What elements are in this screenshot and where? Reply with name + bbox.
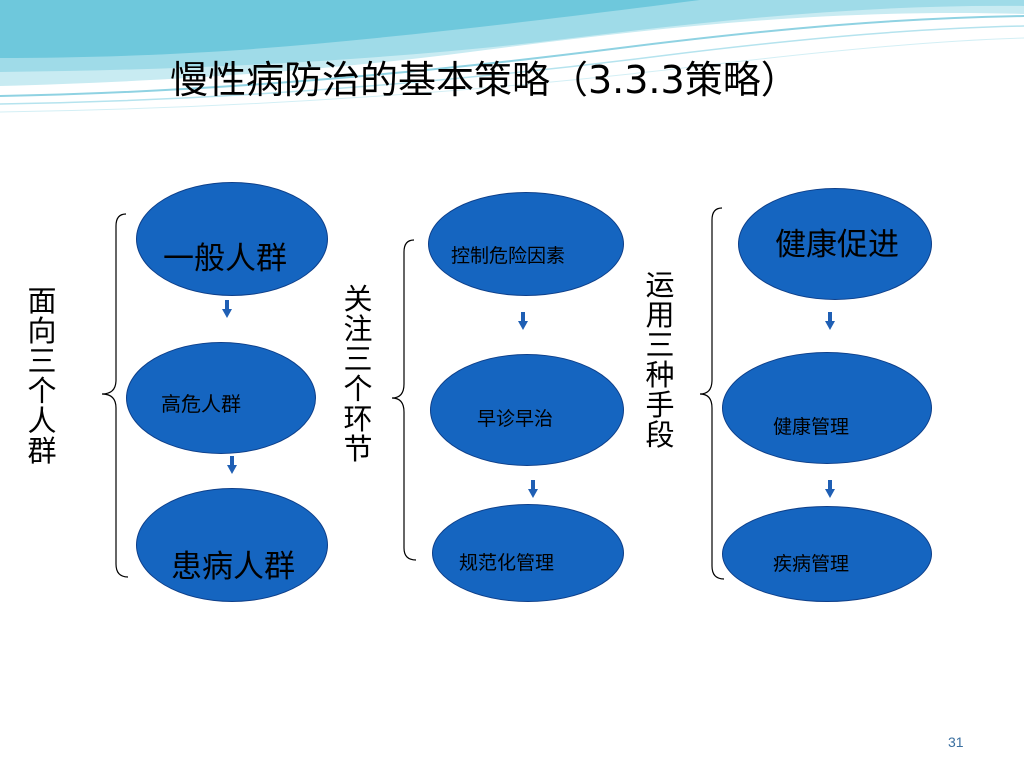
- group-1-label-char: 人: [27, 404, 57, 438]
- group-2-label-char: 节: [343, 432, 373, 466]
- ellipse-risk-factor-control: 控制危险因素: [428, 192, 624, 296]
- ellipse-label: 控制危险因素: [451, 245, 566, 267]
- group-2-label-char: 个: [343, 372, 373, 406]
- ellipse-label: 健康促进: [775, 227, 899, 263]
- group-1-label-char: 群: [27, 434, 57, 468]
- group-3-label-char: 段: [645, 418, 675, 452]
- down-arrow-group-3-a: [825, 312, 835, 330]
- ellipse-health-management: 健康管理: [722, 352, 932, 464]
- group-1-label-char: 面: [27, 284, 57, 318]
- ellipse-general-population: 一般人群: [136, 182, 328, 296]
- down-arrow-group-2-b: [528, 480, 538, 498]
- group-3-label-char: 用: [645, 298, 675, 332]
- left-brace-group-3: [699, 207, 725, 580]
- down-arrow-group-2-a: [518, 312, 528, 330]
- page-number: 31: [948, 734, 964, 750]
- group-2-label: 关 注 三 个 环 节: [338, 284, 378, 464]
- group-3-label: 运 用 三 种 手 段: [640, 270, 680, 450]
- left-brace-group-1: [101, 213, 129, 578]
- ellipse-early-diagnosis-treatment: 早诊早治: [430, 354, 624, 466]
- ellipse-high-risk-population: 高危人群: [126, 342, 316, 454]
- group-3-label-char: 运: [645, 268, 675, 302]
- ellipse-patient-population: 患病人群: [136, 488, 328, 602]
- group-2-label-char: 关: [343, 282, 373, 316]
- group-2-label-char: 注: [343, 312, 373, 346]
- group-2-label-char: 环: [343, 402, 373, 436]
- group-2-label-char: 三: [343, 342, 373, 376]
- down-arrow-group-1-b: [227, 456, 237, 474]
- group-1-label-char: 三: [27, 344, 57, 378]
- ellipse-label: 早诊早治: [477, 408, 554, 430]
- ellipse-label: 疾病管理: [773, 553, 850, 575]
- group-3-label-char: 手: [645, 388, 675, 422]
- ellipse-health-promotion: 健康促进: [738, 188, 932, 300]
- group-3-label-char: 种: [645, 358, 675, 392]
- ellipse-label: 规范化管理: [459, 552, 555, 574]
- slide-title: 慢性病防治的基本策略（3.3.3策略）: [170, 58, 799, 102]
- group-1-label-char: 向: [27, 314, 57, 348]
- ellipse-standardized-management: 规范化管理: [432, 504, 624, 602]
- down-arrow-group-1-a: [222, 300, 232, 318]
- ellipse-label: 患病人群: [171, 549, 295, 585]
- left-brace-group-2: [391, 239, 417, 561]
- header-wave-decoration: [0, 0, 1024, 113]
- ellipse-label: 一般人群: [163, 241, 287, 277]
- ellipse-label: 健康管理: [773, 416, 850, 438]
- ellipse-label: 高危人群: [161, 392, 241, 416]
- group-1-label-char: 个: [27, 374, 57, 408]
- group-1-label: 面 向 三 个 人 群: [22, 286, 62, 466]
- down-arrow-group-3-b: [825, 480, 835, 498]
- group-3-label-char: 三: [645, 328, 675, 362]
- ellipse-disease-management: 疾病管理: [722, 506, 932, 602]
